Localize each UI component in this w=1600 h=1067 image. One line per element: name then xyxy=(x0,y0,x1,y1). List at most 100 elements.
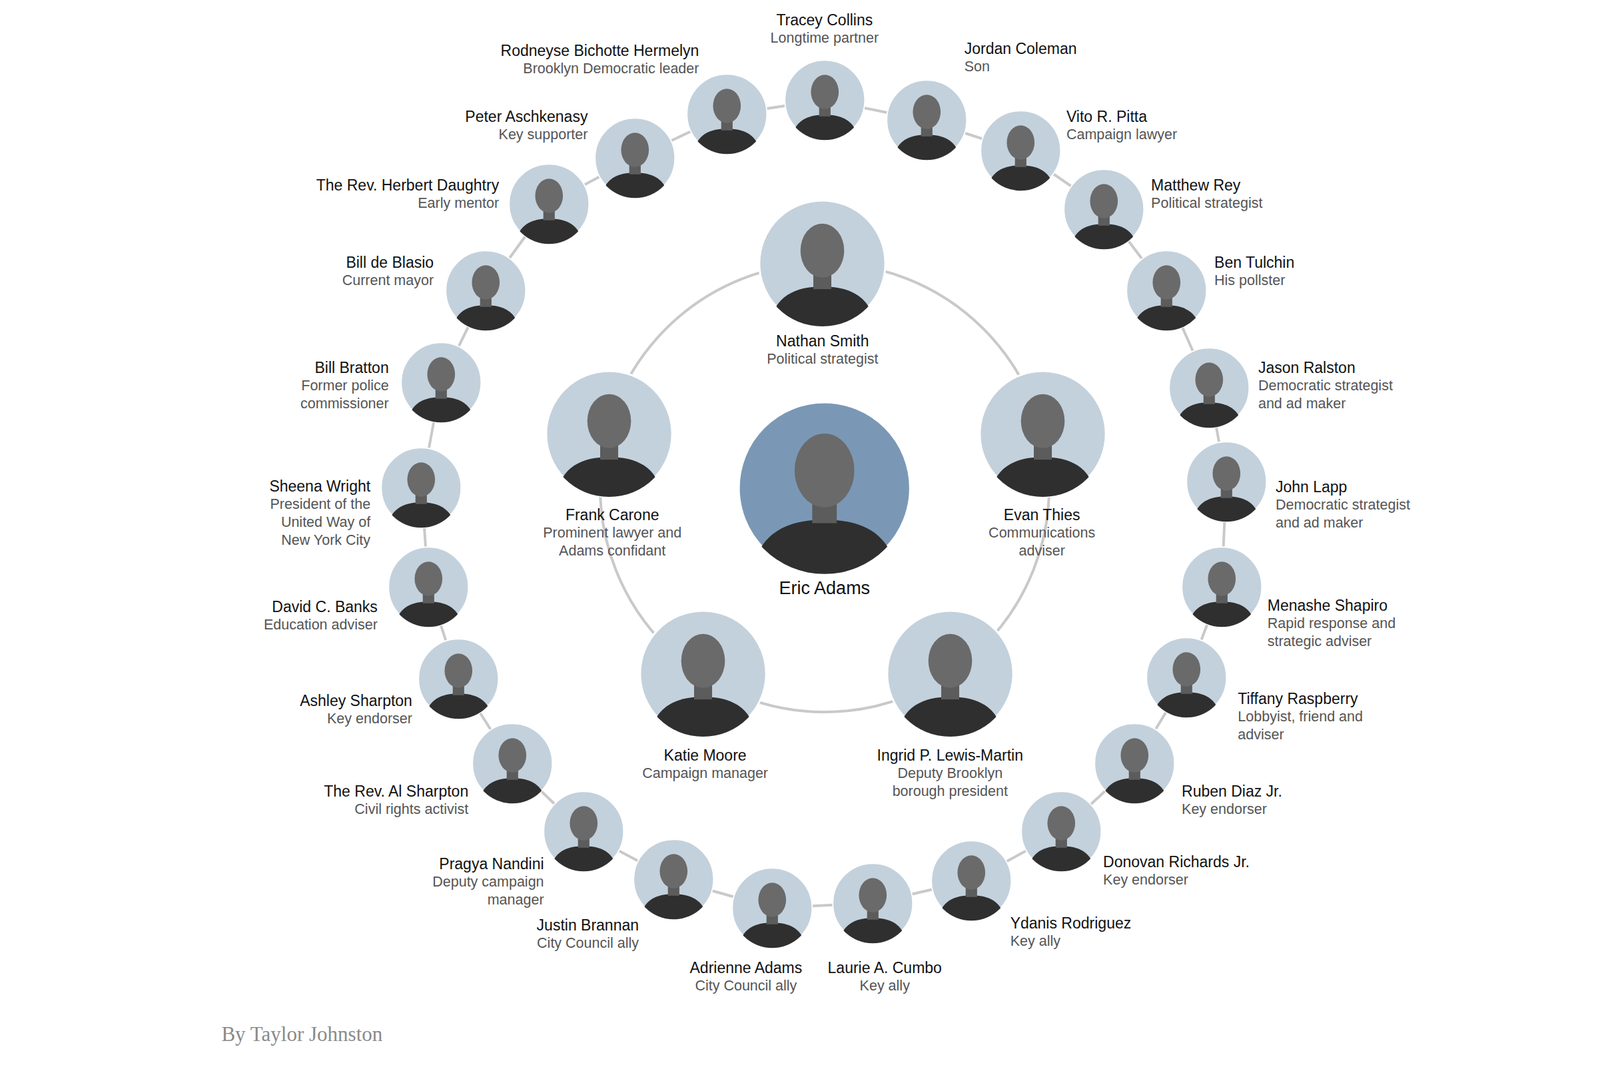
silhouette xyxy=(514,178,584,245)
shoulders xyxy=(423,693,493,720)
shoulders xyxy=(1027,846,1096,873)
portrait-circle xyxy=(542,790,625,873)
role-line: Political strategist xyxy=(1151,194,1305,213)
shoulders xyxy=(837,917,907,944)
silhouette xyxy=(768,223,877,328)
person-role: Longtime partner xyxy=(770,29,880,46)
person-name: Ben Tulchin xyxy=(1214,253,1295,272)
silhouette xyxy=(1069,183,1139,250)
person-label: Tiffany RaspberryLobbyist, friend and ad… xyxy=(1237,690,1366,745)
role-line: City Council ally xyxy=(669,977,823,996)
shoulders xyxy=(892,135,962,162)
person-label: Tracey CollinsLongtime partner xyxy=(748,11,902,48)
person-name: Matthew Rey xyxy=(1151,176,1241,194)
role-line: Democratic strategist and ad maker xyxy=(1275,496,1434,533)
silhouette xyxy=(738,882,807,949)
person-name: Donovan Richards Jr. xyxy=(1103,853,1250,871)
role-line: Deputy Brooklyn borough president xyxy=(873,764,1027,801)
name-line: Menashe Shapiro xyxy=(1267,596,1437,615)
person-label: Matthew ReyPolitical strategist xyxy=(1151,176,1305,213)
person-name: Pragya Nandini xyxy=(438,855,544,873)
head xyxy=(927,633,972,688)
person-label: Evan ThiesCommunications adviser xyxy=(977,506,1106,561)
outer-person: John LappDemocratic strategist and ad ma… xyxy=(1185,440,1268,523)
person-label: Jordan ColemanSon xyxy=(964,39,1118,76)
name-line: Pragya Nandini xyxy=(416,855,545,874)
role-line: Key endorser xyxy=(259,710,413,729)
inner-person: Katie MooreCampaign manager xyxy=(638,609,768,739)
portrait-circle xyxy=(1020,790,1103,873)
person-role: His pollster xyxy=(1214,272,1285,289)
name-line: Tracey Collins xyxy=(748,11,902,30)
shoulders xyxy=(555,456,664,499)
head xyxy=(681,633,726,688)
role-line: Key supporter xyxy=(434,125,589,144)
person-label: Katie MooreCampaign manager xyxy=(602,746,807,783)
portrait-circle xyxy=(758,199,887,328)
outer-person: Ydanis RodriguezKey ally xyxy=(930,839,1013,922)
person-label: Adrienne AdamsCity Council ally xyxy=(669,959,823,996)
outer-person: David C. BanksEducation adviser xyxy=(387,546,470,629)
head xyxy=(858,877,887,912)
name-line: Eric Adams xyxy=(722,577,927,599)
silhouette xyxy=(387,462,456,529)
person-role: Current mayor xyxy=(342,272,434,289)
name-line: Sheena Wright xyxy=(255,477,371,496)
head xyxy=(426,357,455,392)
role-line: Campaign manager xyxy=(602,764,807,783)
head xyxy=(620,132,649,167)
name-line: Katie Moore xyxy=(602,746,807,765)
silhouette xyxy=(406,357,475,424)
name-line: John Lapp xyxy=(1275,478,1434,497)
silhouette xyxy=(549,806,619,873)
person-name: Evan Thies xyxy=(1003,506,1081,524)
silhouette xyxy=(892,95,962,162)
head xyxy=(794,433,855,508)
silhouette xyxy=(937,855,1006,922)
silhouette xyxy=(1100,738,1170,804)
head xyxy=(1173,652,1201,687)
name-line: Jordan Coleman xyxy=(964,39,1118,58)
role-line: Former police commissioner xyxy=(276,377,390,413)
person-label: Frank CaroneProminent lawyer and Adams c… xyxy=(530,506,695,561)
person-name: Tracey Collins xyxy=(776,11,873,29)
person-name: Frank Carone xyxy=(565,506,660,524)
outer-person: Rodneyse Bichotte HermelynBrooklyn Democ… xyxy=(686,73,769,156)
portrait-circle xyxy=(1168,347,1251,429)
silhouette xyxy=(989,393,1098,498)
head xyxy=(659,854,688,889)
shoulders xyxy=(478,778,547,804)
outer-person: Ruben Diaz Jr.Key endorser xyxy=(1093,722,1176,805)
name-line: Frank Carone xyxy=(530,506,695,525)
person-name: Peter Aschkenasy xyxy=(464,107,588,126)
portrait-circle xyxy=(1145,636,1228,719)
role-line: Civil rights activist xyxy=(305,800,469,819)
silhouette xyxy=(837,877,907,944)
person-role: Son xyxy=(964,58,990,75)
person-label: Jason RalstonDemocratic strategist and a… xyxy=(1258,359,1417,413)
head xyxy=(1121,738,1150,773)
shoulders xyxy=(738,923,807,950)
person-role: Democratic strategist and ad maker xyxy=(1258,377,1393,412)
role-line: Early mentor xyxy=(313,194,499,213)
person-name: Ingrid P. Lewis-Martin xyxy=(877,746,1024,765)
portrait-circle xyxy=(380,446,463,529)
role-line: City Council ally xyxy=(485,934,639,953)
head xyxy=(471,265,500,300)
portrait-circle xyxy=(979,109,1062,192)
outer-person: Menashe ShapiroRapid response and strate… xyxy=(1181,546,1263,629)
person-name: Justin Brannan xyxy=(536,916,639,934)
portrait-circle xyxy=(885,609,1015,739)
person-name: Ashley Sharpton xyxy=(299,692,413,710)
person-role: Key endorser xyxy=(327,710,413,727)
role-line: Campaign lawyer xyxy=(1066,125,1220,144)
person-label: Peter AschkenasyKey supporter xyxy=(434,107,589,144)
head xyxy=(800,223,845,278)
outer-person: Bill BrattonFormer police commissioner xyxy=(400,341,483,424)
person-name: Laurie A. Cumbo xyxy=(827,959,942,977)
person-name: Menashe Shapiro xyxy=(1267,596,1388,615)
head xyxy=(444,653,473,688)
person-role: President of the United Way of New York … xyxy=(270,496,372,549)
head xyxy=(1195,362,1224,397)
person-name: Bill de Blasio xyxy=(345,253,434,272)
